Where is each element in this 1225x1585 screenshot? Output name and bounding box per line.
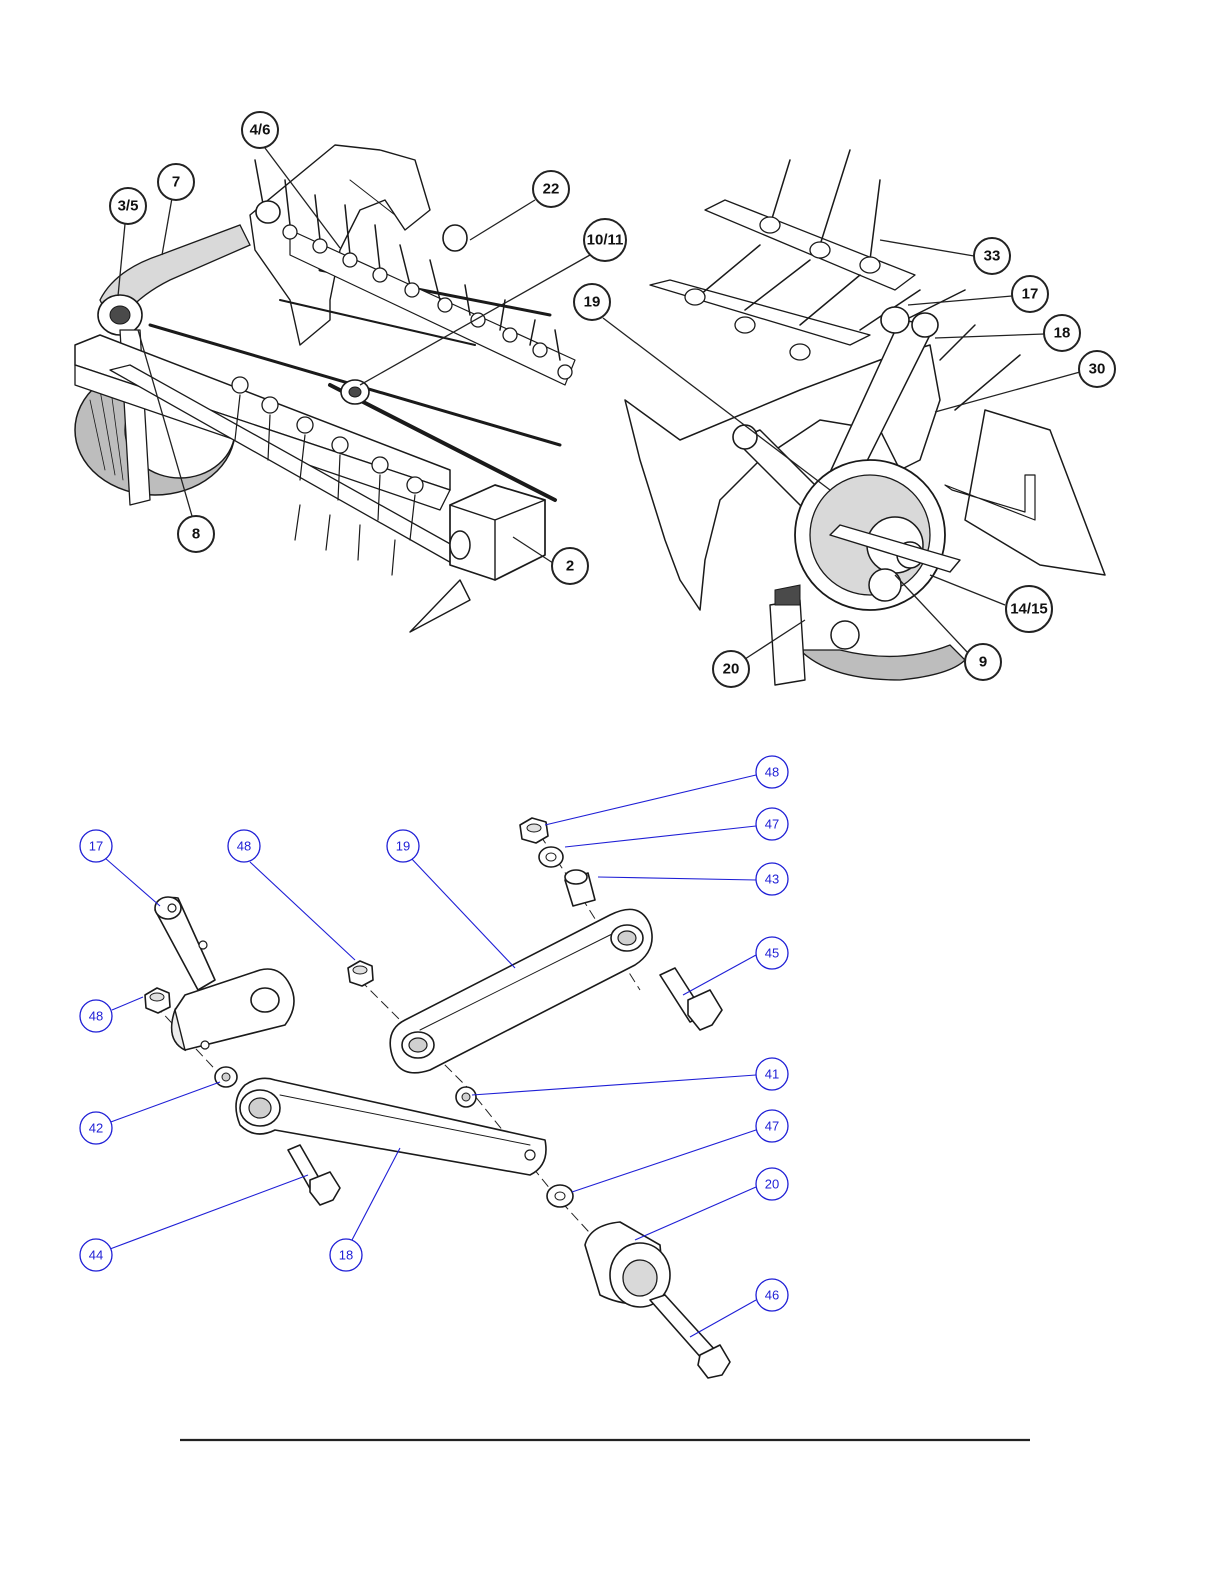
callout-19-exploded: 19 [387,830,515,968]
callout-label: 18 [339,1248,353,1263]
callout-45: 45 [683,937,788,995]
callout-label: 14/15 [1010,601,1048,618]
callout-label: 42 [89,1121,103,1136]
callout-42: 42 [80,1082,220,1144]
callout-30: 30 [935,351,1115,412]
callout-label: 47 [765,1119,779,1134]
callout-label: 41 [765,1067,779,1082]
callout-47-top: 47 [565,808,788,847]
part-47-washer-b [547,1185,573,1207]
part-19-link [390,909,652,1072]
callout-label: 44 [89,1248,103,1263]
exploded-view [145,818,730,1378]
callout-label: 19 [584,294,601,311]
callout-label: 19 [396,839,410,854]
callout-label: 30 [1089,361,1106,378]
left-assembly-view [75,145,575,632]
callout-label: 47 [765,817,779,832]
callout-18-exploded: 18 [330,1148,400,1271]
callout-label: 20 [765,1177,779,1192]
part-48-nut-a [520,818,548,843]
callout-label: 4/6 [250,122,271,139]
callout-label: 48 [89,1009,103,1024]
part-45-bolt [660,968,722,1030]
callout-label: 9 [979,654,987,671]
part-43-spacer [565,870,595,906]
callout-label: 18 [1054,325,1071,342]
callout-48-top: 48 [545,756,788,825]
callout-7: 7 [158,164,194,255]
part-48-nut-b [348,961,373,986]
callout-label: 3/5 [118,198,139,215]
callout-label: 22 [543,181,560,198]
callout-46: 46 [690,1279,788,1337]
callout-47-bottom: 47 [572,1110,788,1192]
callout-22: 22 [470,171,569,240]
callout-44: 44 [80,1175,308,1271]
callout-label: 17 [89,839,103,854]
part-47-washer-a [539,847,563,867]
callout-label: 2 [566,558,574,575]
callout-label: 20 [723,661,740,678]
callout-label: 45 [765,946,779,961]
callout-label: 7 [172,174,180,191]
callout-43: 43 [598,863,788,895]
callout-label: 46 [765,1288,779,1303]
part-44-bolt [288,1145,340,1205]
callout-label: 48 [765,765,779,780]
callout-18: 18 [935,315,1080,351]
callout-48-mid: 48 [228,830,355,960]
callout-17: 17 [908,276,1048,312]
callout-label: 33 [984,248,1001,265]
callout-label: 10/11 [587,232,624,249]
callout-label: 8 [192,526,200,543]
callout-label: 43 [765,872,779,887]
callout-label: 48 [237,839,251,854]
callout-48-left: 48 [80,997,143,1032]
callout-20-exploded: 20 [635,1168,788,1240]
callout-17-exploded: 17 [80,830,160,906]
part-41-bushing [456,1087,476,1107]
callout-14-15: 14/15 [930,575,1052,632]
part-42-bushing [215,1067,237,1087]
callout-label: 17 [1022,286,1039,303]
part-17-pivot-arm [155,897,294,1050]
callout-41: 41 [472,1058,788,1095]
part-20-roller [585,1222,670,1307]
part-48-nut-c [145,988,170,1013]
